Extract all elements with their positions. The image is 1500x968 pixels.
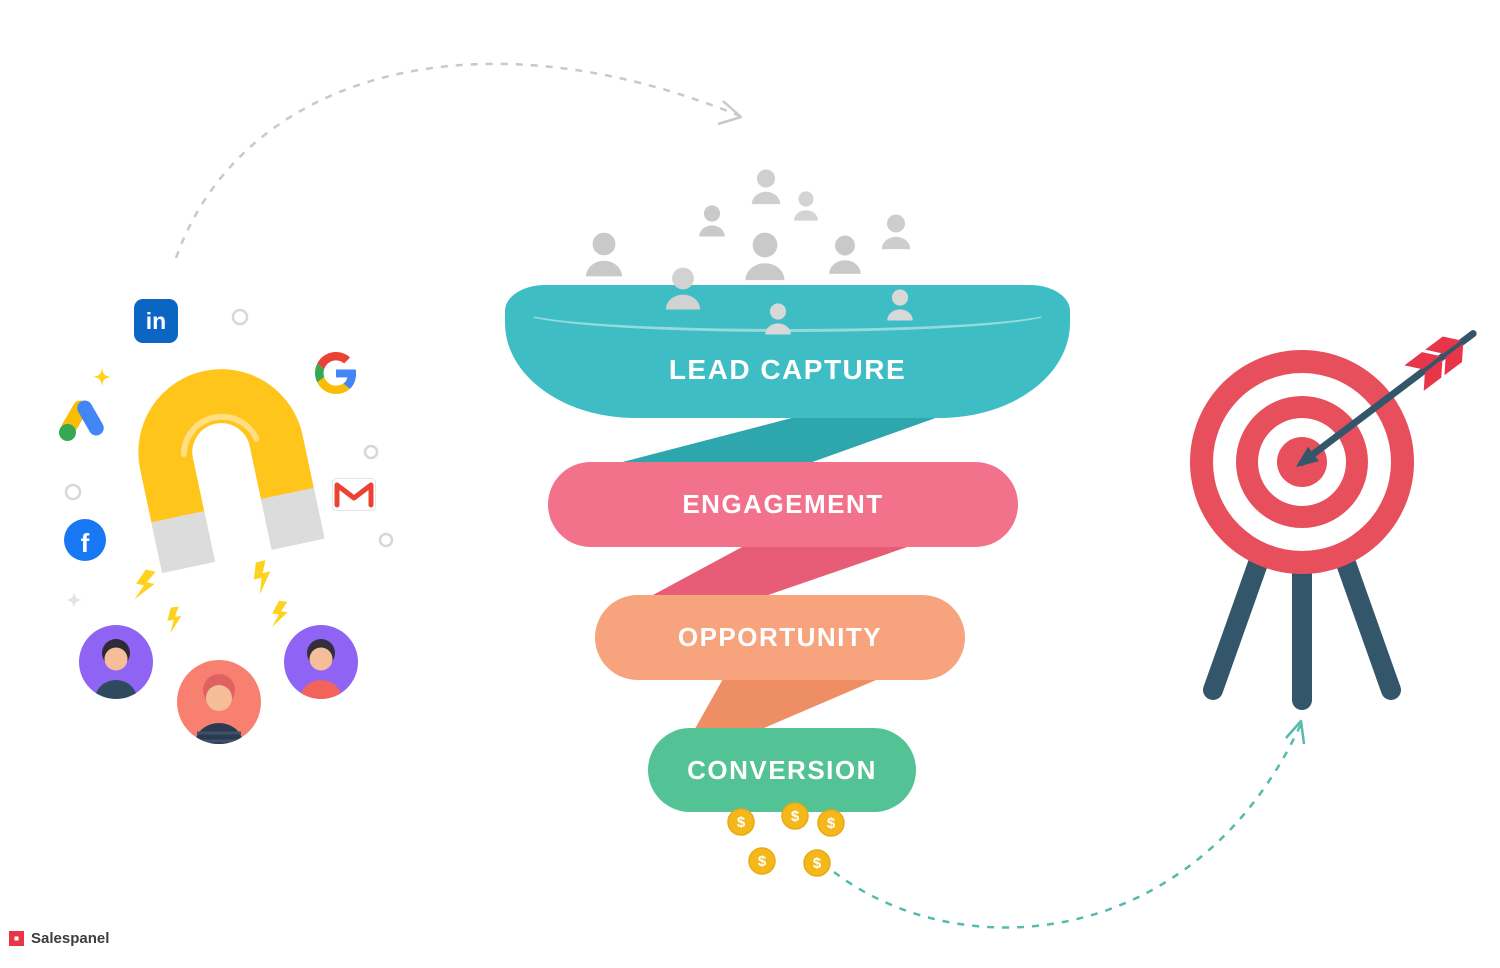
logo-icon [9, 931, 24, 946]
lead-silhouette-icon [745, 232, 785, 281]
avatar [284, 625, 358, 699]
funnel-stage-label: CONVERSION [687, 754, 877, 785]
funnel-stage-engagement: ENGAGEMENT [548, 462, 1018, 547]
coin-icon: $ [727, 808, 755, 836]
funnel-stage-label: OPPORTUNITY [677, 622, 883, 652]
flow-arrow-bottom [833, 719, 1306, 929]
target-icon [1190, 330, 1477, 710]
lightning-bolt-icon [166, 606, 183, 634]
arrow-icon [1295, 330, 1477, 468]
deco-circle [64, 483, 82, 501]
lead-silhouette-icon [751, 169, 781, 205]
linkedin-glyph: in [145, 307, 167, 334]
lightning-bolt-icon [132, 568, 158, 604]
lead-silhouette-icon [699, 205, 725, 237]
lead-silhouette-icon [765, 303, 791, 335]
lead-silhouette-icon [887, 289, 913, 321]
dollar-symbol: $ [791, 808, 800, 825]
magnet-tip [260, 487, 325, 550]
gmail-icon [331, 477, 377, 517]
funnel-stage-label: LEAD CAPTURE [668, 353, 907, 385]
avatar [79, 625, 153, 699]
lightning-bolt-icon [270, 600, 290, 630]
dollar-symbol: $ [758, 853, 767, 870]
google-ads-icon [58, 396, 108, 447]
funnel-ribbon [692, 662, 918, 734]
flow-arrow-top [174, 62, 743, 259]
sparkle-icon [65, 591, 83, 609]
target-leg [1203, 542, 1272, 700]
funnel-stage-conversion: CONVERSION [648, 728, 916, 812]
logo-text: Salespanel [31, 930, 110, 947]
facebook-glyph: f [80, 528, 90, 558]
avatar [177, 660, 261, 744]
dollar-symbol: $ [827, 815, 836, 832]
lead-silhouette-icon [829, 235, 861, 274]
deco-circle [363, 444, 379, 460]
funnel-stage-opportunity: OPPORTUNITY [595, 595, 965, 680]
target-leg [1332, 542, 1401, 700]
deco-circle [378, 532, 394, 548]
lightning-bolt-icon [250, 559, 276, 596]
lead-silhouette-icon [665, 267, 701, 310]
lead-silhouette-icon [881, 214, 911, 250]
deco-circle [231, 308, 249, 326]
magnet-icon [138, 369, 325, 574]
linkedin-icon: in [134, 299, 178, 343]
dollar-symbol: $ [813, 855, 822, 872]
magnet-tip [151, 511, 216, 574]
sparkle-icon [93, 368, 111, 386]
funnel-stage-label: ENGAGEMENT [682, 489, 884, 519]
lead-silhouette-icon [586, 232, 622, 277]
coin-icon: $ [803, 849, 831, 877]
coin-icon: $ [817, 809, 845, 837]
arrowhead-icon [1285, 719, 1306, 745]
lead-silhouette-icon [794, 191, 818, 221]
logo: Salespanel [8, 930, 109, 947]
funnel-stage-lead-capture: LEAD CAPTURE [505, 285, 1070, 418]
dollar-symbol: $ [737, 814, 746, 831]
facebook-icon: f [64, 519, 106, 561]
arrowhead-icon [717, 100, 743, 126]
google-icon [315, 352, 357, 399]
coin-icon: $ [748, 847, 776, 875]
coin-icon: $ [781, 802, 809, 830]
